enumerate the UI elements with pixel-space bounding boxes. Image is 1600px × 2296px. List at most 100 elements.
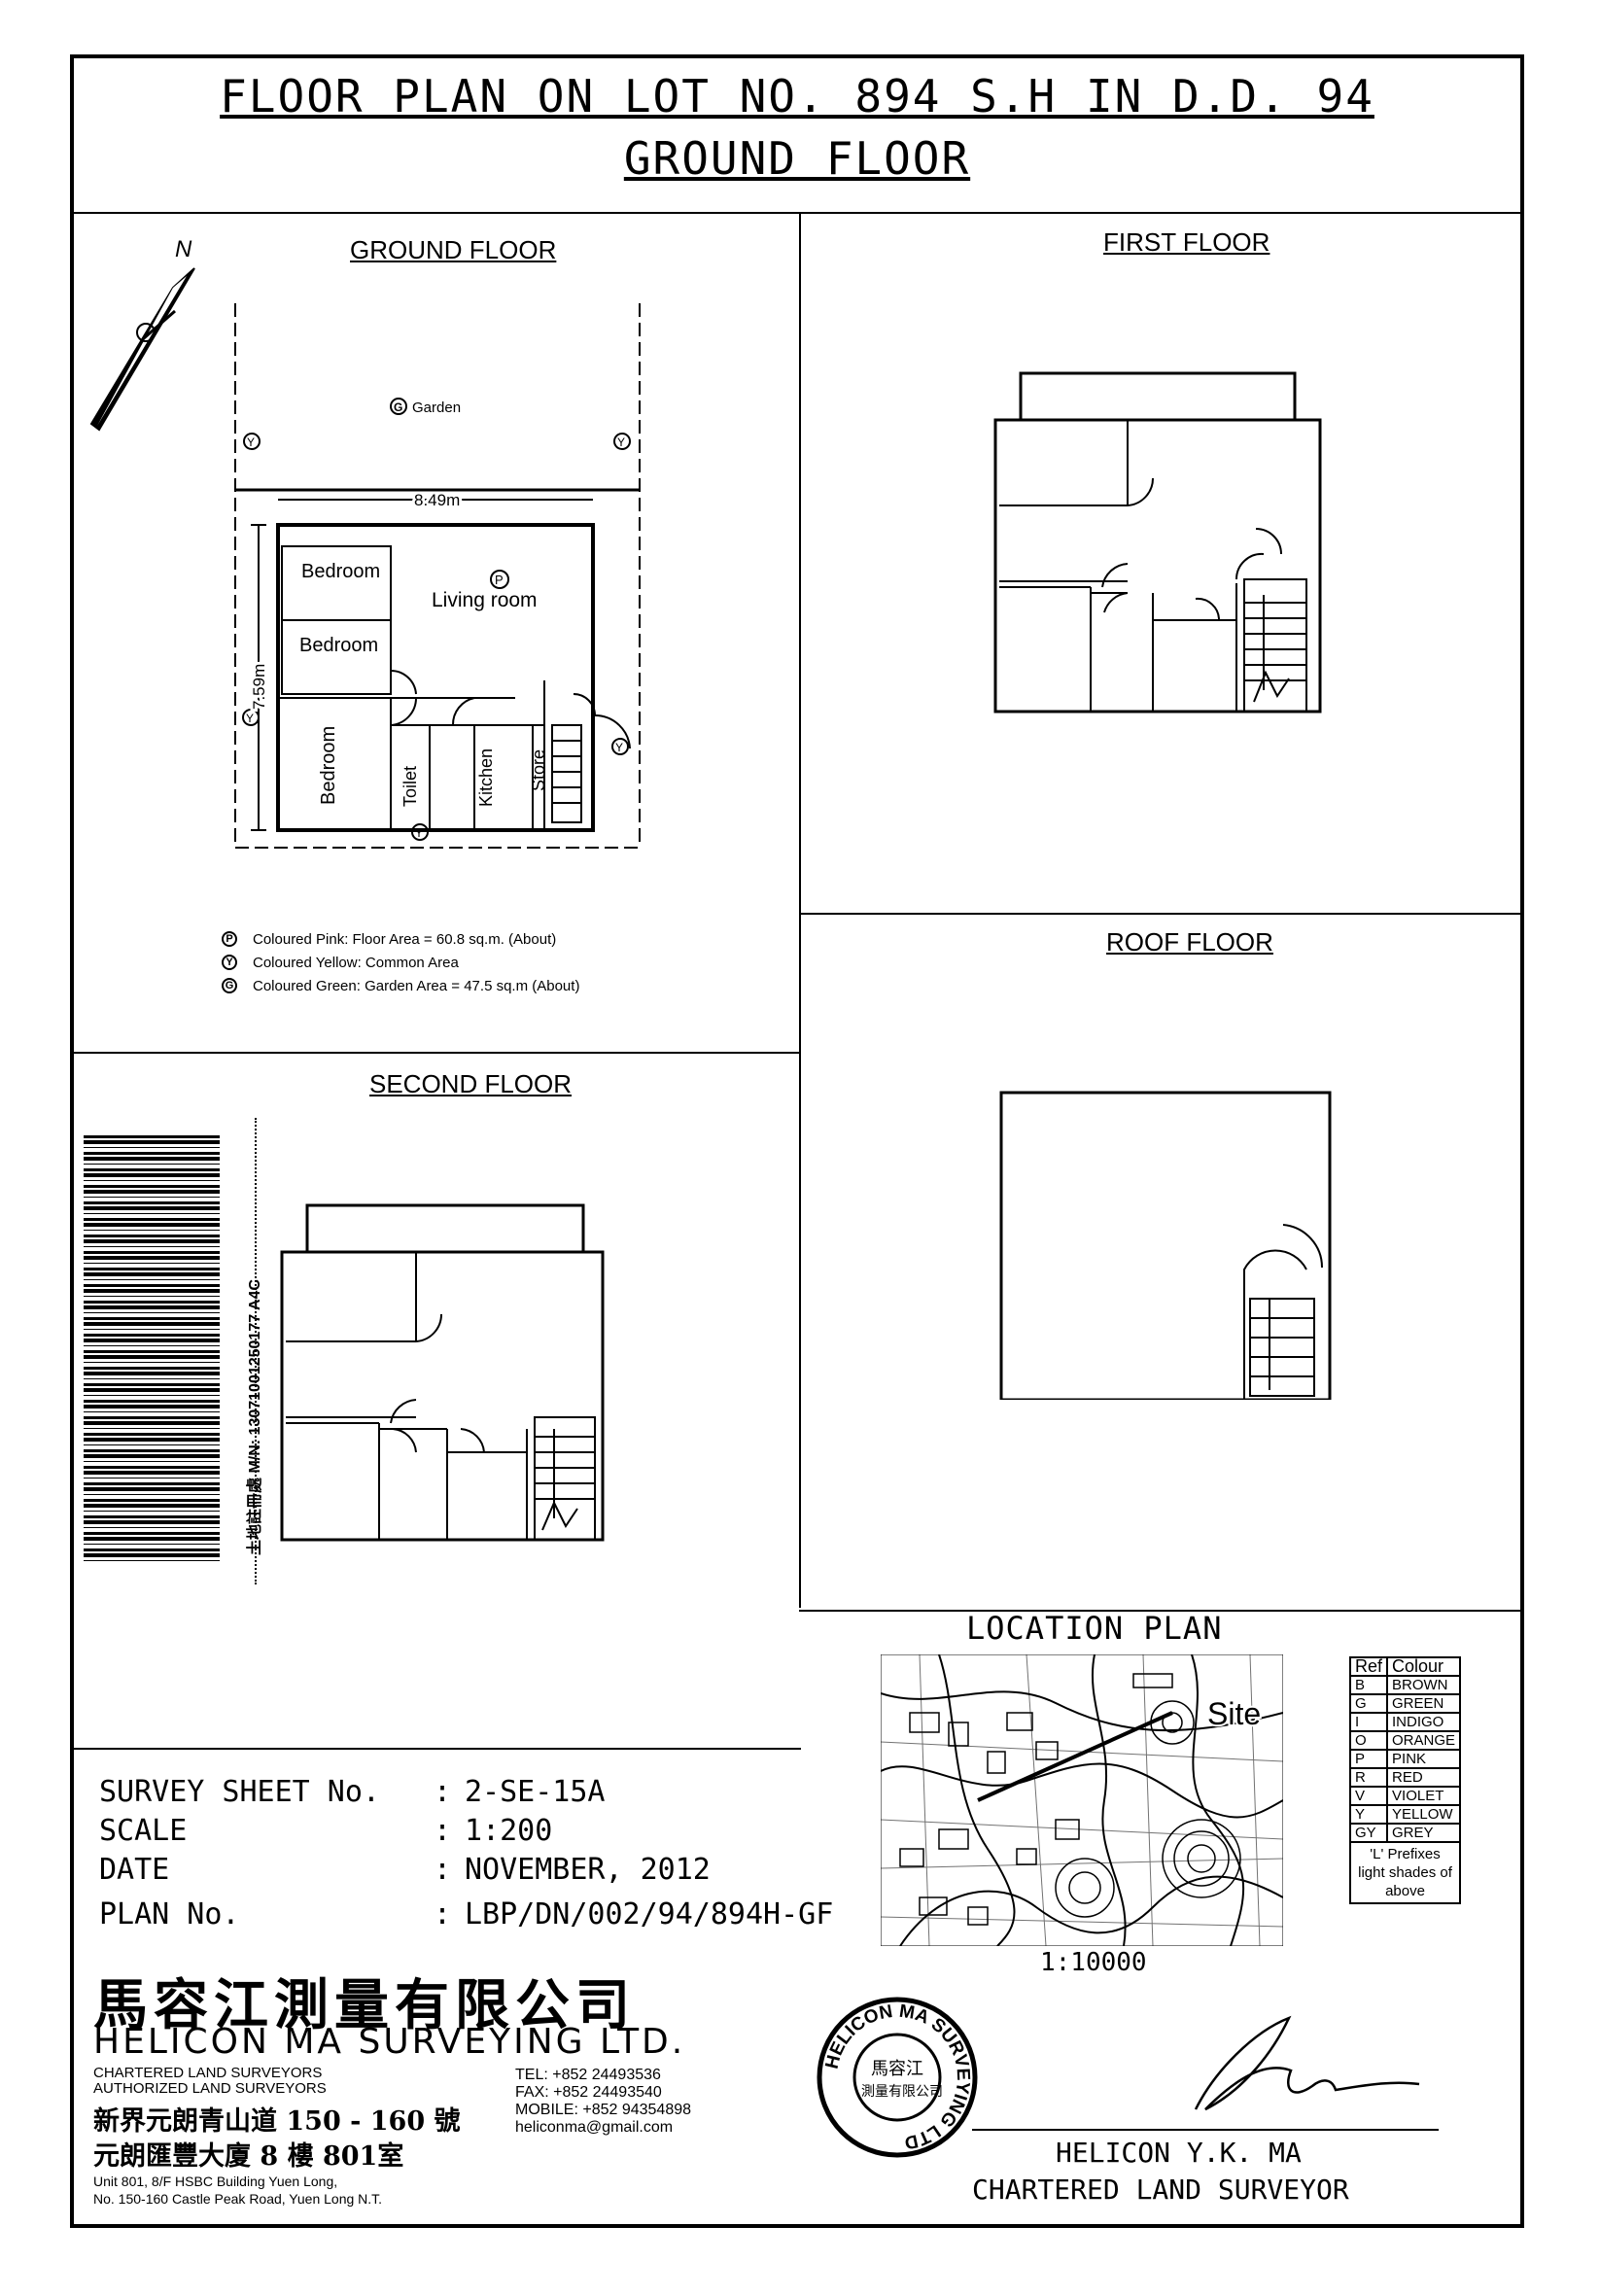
- table-cell: BROWN: [1386, 1675, 1462, 1695]
- legend-text: Coloured Yellow: Common Area: [253, 954, 459, 971]
- table-header-colour: Colour: [1386, 1656, 1462, 1677]
- scale-value: 1:200: [465, 1814, 553, 1848]
- barcode-text: 土地註冊處 M/N: 13071001250177 A4C: [247, 1279, 263, 1555]
- company-email: heliconma@gmail.com: [515, 2119, 674, 2136]
- table-note-row: 'L' Prefixes light shades of above: [1348, 1841, 1462, 1904]
- company-seal-icon: HELICON MA SURVEYING LTD 馬容江 測量有限公司: [817, 1997, 978, 2158]
- legend-row-pink: P Coloured Pink: Floor Area = 60.8 sq.m.…: [222, 927, 579, 951]
- plan-no-value: LBP/DN/002/94/894H-GF: [465, 1897, 834, 1931]
- table-cell: VIOLET: [1386, 1786, 1462, 1806]
- table-cell: RED: [1386, 1767, 1462, 1788]
- first-floor-heading: FIRST FLOOR: [1103, 227, 1270, 257]
- table-cell: I: [1348, 1712, 1389, 1732]
- title-divider: [72, 212, 1522, 214]
- second-floor-plan: [280, 1203, 605, 1542]
- location-plan-heading: LOCATION PLAN: [966, 1610, 1223, 1647]
- survey-colon: :: [434, 1814, 452, 1848]
- table-cell: Y: [1348, 1804, 1389, 1825]
- date-label: DATE: [99, 1853, 170, 1887]
- legend-row-yellow: Y Coloured Yellow: Common Area: [222, 951, 579, 974]
- table-cell: R: [1348, 1767, 1389, 1788]
- survey-sheet-value: 2-SE-15A: [465, 1775, 606, 1809]
- table-cell: V: [1348, 1786, 1389, 1806]
- table-cell: GREY: [1386, 1823, 1462, 1843]
- company-tel: TEL: +852 24493536: [515, 2067, 661, 2083]
- area-legend: P Coloured Pink: Floor Area = 60.8 sq.m.…: [222, 927, 579, 997]
- table-cell: PINK: [1386, 1749, 1462, 1769]
- table-note: 'L' Prefixes light shades of above: [1348, 1841, 1462, 1904]
- room-bedroom-3: Bedroom: [318, 726, 339, 805]
- table-cell: G: [1348, 1693, 1389, 1714]
- signature-icon: [1194, 2015, 1420, 2111]
- survey-colon: :: [434, 1853, 452, 1887]
- company-mobile: MOBILE: +852 94354898: [515, 2102, 692, 2118]
- plan-no-label: PLAN No.: [99, 1897, 240, 1931]
- panel-divider-bottom-left: [72, 1748, 801, 1750]
- panel-divider-right-2: [799, 1610, 1522, 1612]
- survey-sheet-label: SURVEY SHEET No.: [99, 1775, 380, 1809]
- roof-floor-heading: ROOF FLOOR: [1106, 927, 1273, 957]
- garden-symbol: G: [394, 400, 402, 414]
- date-value: NOVEMBER, 2012: [465, 1853, 711, 1887]
- plan-title: FLOOR PLAN ON LOT NO. 894 S.H IN D.D. 94: [220, 70, 1374, 122]
- panel-divider-right-1: [799, 913, 1522, 915]
- company-address-en-1: Unit 801, 8/F HSBC Building Yuen Long,: [93, 2174, 338, 2189]
- company-line-1: CHARTERED LAND SURVEYORS: [93, 2065, 323, 2081]
- scale-label: SCALE: [99, 1814, 188, 1848]
- barcode-dotted-guide: [255, 1118, 259, 1584]
- pink-symbol: P: [495, 573, 504, 587]
- yellow-symbol-icon: Y: [222, 955, 237, 970]
- room-store: Store: [529, 749, 548, 791]
- depth-dimension: 7.59m: [250, 664, 268, 710]
- yellow-symbol-stair: Y: [615, 741, 623, 754]
- signature-line: [972, 2129, 1439, 2131]
- north-arrow-icon: N: [89, 236, 195, 432]
- width-dimension: 8.49m: [414, 491, 460, 509]
- legend-text: Coloured Green: Garden Area = 47.5 sq.m …: [253, 977, 580, 994]
- legend-row-green: G Coloured Green: Garden Area = 47.5 sq.…: [222, 974, 579, 997]
- room-toilet: Toilet: [400, 766, 420, 807]
- room-living: Living room: [432, 589, 538, 611]
- ground-floor-plan: G Garden Y Y Y Y Y P 8.49m 7.59m Bedroom…: [234, 303, 641, 849]
- table-cell: INDIGO: [1386, 1712, 1462, 1732]
- table-cell: P: [1348, 1749, 1389, 1769]
- site-label: Site: [1207, 1696, 1261, 1731]
- company-name-en: HELICON MA SURVEYING LTD.: [93, 2022, 686, 2062]
- north-label: N: [175, 236, 192, 262]
- company-fax: FAX: +852 24493540: [515, 2084, 662, 2101]
- first-floor-plan: [993, 371, 1322, 713]
- yellow-symbol-bottom: Y: [415, 826, 423, 840]
- table-cell: B: [1348, 1675, 1389, 1695]
- seal-center-line-2: 測量有限公司: [861, 2083, 943, 2099]
- company-address-cn-2: 元朗匯豐大廈 8 樓 801室: [93, 2141, 404, 2172]
- second-floor-heading: SECOND FLOOR: [369, 1069, 573, 1098]
- company-line-2: AUTHORIZED LAND SURVEYORS: [93, 2080, 327, 2097]
- pink-symbol-icon: P: [222, 931, 237, 947]
- signatory-name: HELICON Y.K. MA: [1056, 2137, 1302, 2169]
- yellow-symbol-left: Y: [247, 435, 255, 449]
- garden-label: Garden: [412, 400, 461, 416]
- seal-center-line-1: 馬容江: [871, 2059, 923, 2078]
- room-kitchen: Kitchen: [476, 748, 496, 807]
- table-cell: GY: [1348, 1823, 1389, 1843]
- table-cell: GREEN: [1386, 1693, 1462, 1714]
- company-address-cn-1: 新界元朗青山道 150 - 160 號: [93, 2106, 461, 2137]
- room-bedroom-2: Bedroom: [299, 635, 378, 656]
- survey-colon: :: [434, 1775, 452, 1809]
- roof-floor-plan: [999, 1091, 1332, 1400]
- table-cell: O: [1348, 1730, 1389, 1751]
- yellow-symbol-dim: Y: [246, 712, 254, 725]
- panel-divider-vertical: [799, 212, 801, 1608]
- location-plan-scale: 1:10000: [1040, 1948, 1147, 1977]
- plan-subtitle: GROUND FLOOR: [623, 132, 971, 185]
- barcode: [84, 1135, 220, 1563]
